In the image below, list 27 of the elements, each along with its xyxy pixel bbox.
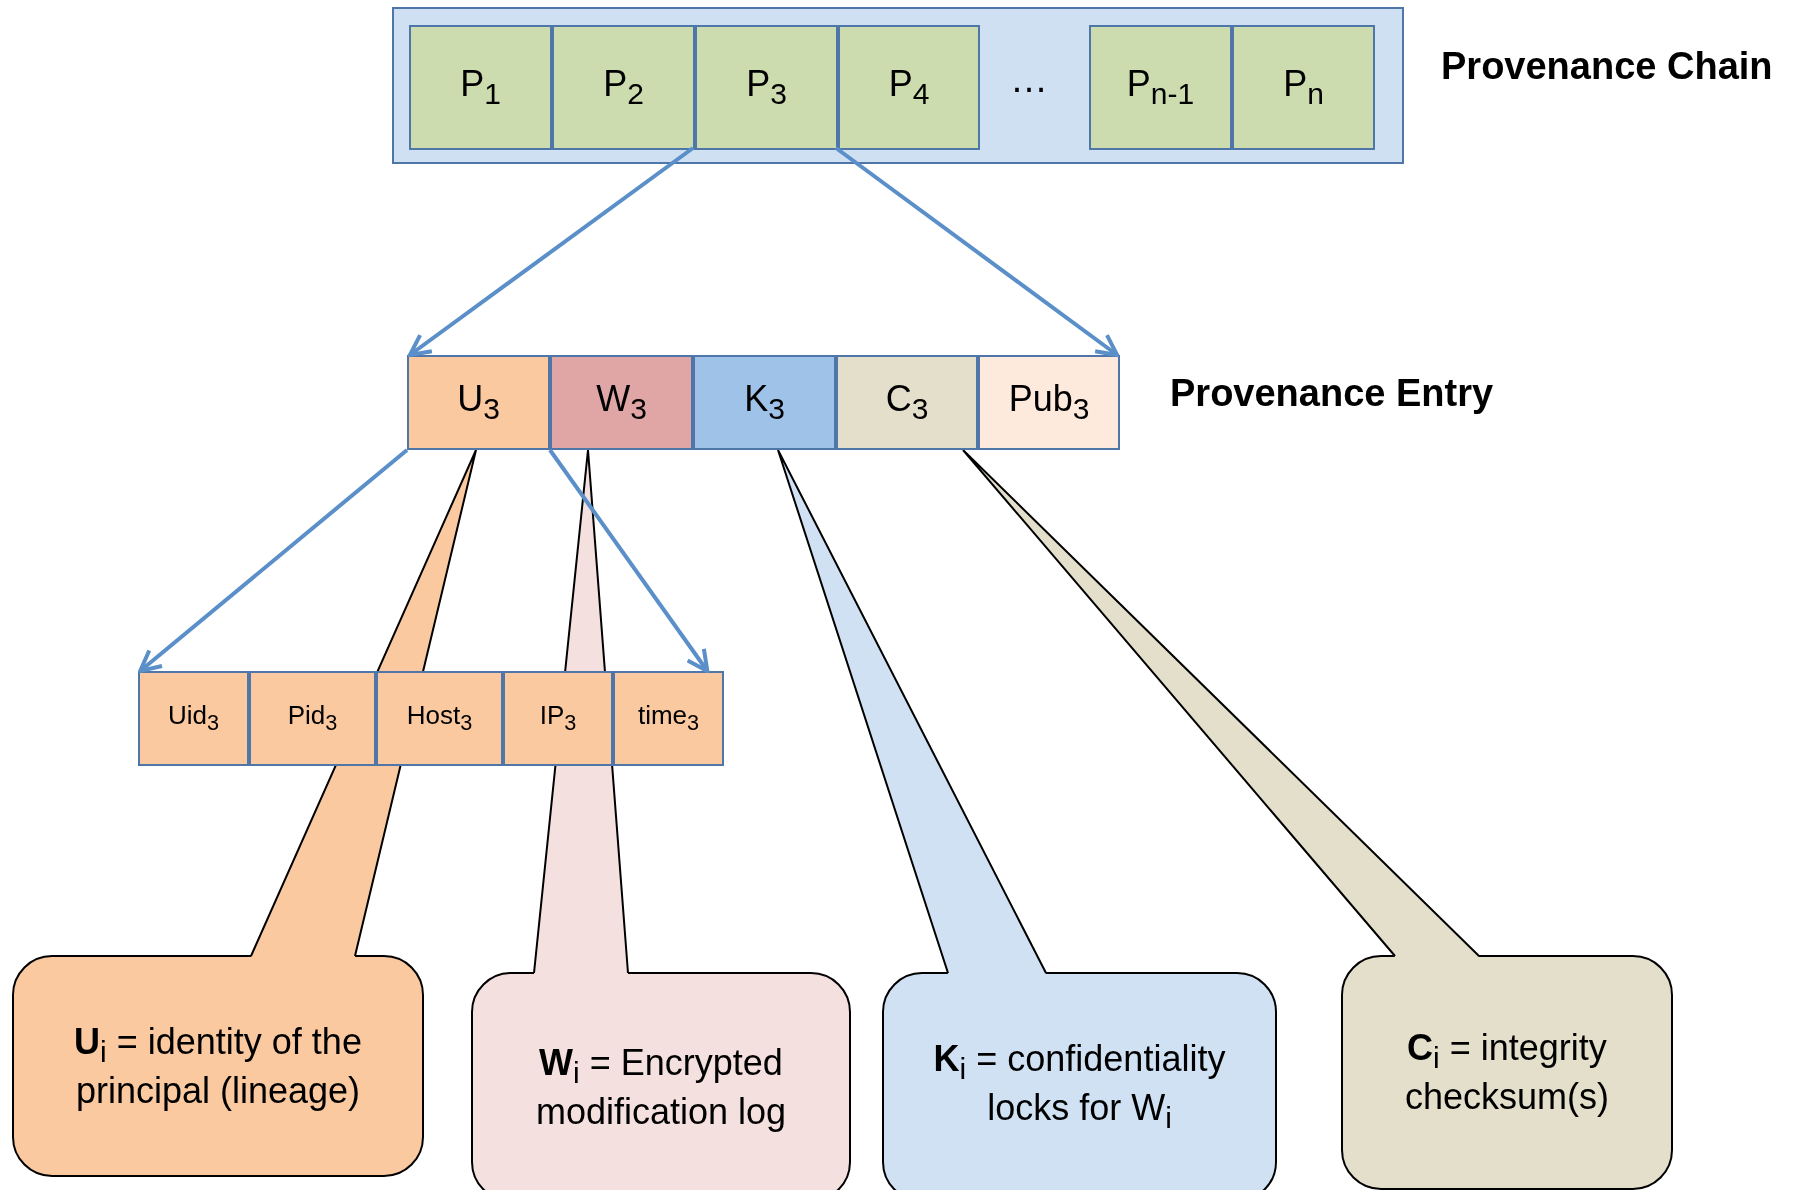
entry-cell: W$_{3}$ xyxy=(550,355,693,450)
field-cell: Host$_{3}$ xyxy=(376,671,503,766)
arrow xyxy=(548,448,710,673)
entry-cell: C$_{3}$ xyxy=(836,355,978,450)
callout-bubble: K$_{i}$ = confidentiality locks for W$_{i}$ xyxy=(882,972,1277,1190)
entry-cell: P$_{n}$ xyxy=(1232,25,1375,150)
callout-bubble: C$_{i}$ = integrity checksum(s) xyxy=(1341,955,1673,1190)
arrow xyxy=(138,448,409,673)
entry-cell: P$_{3}$ xyxy=(695,25,838,150)
entry-cell: P$_{n-1}$ xyxy=(1089,25,1232,150)
entry-cell: P$_{2}$ xyxy=(552,25,695,150)
entry-cell: K$_{3}$ xyxy=(693,355,836,450)
chain-title: Provenance Chain xyxy=(1441,45,1773,88)
entry-cell: P$_{4}$ xyxy=(838,25,980,150)
field-cell: Uid$_{3}$ xyxy=(138,671,249,766)
entry-cell: Pub$_{3}$ xyxy=(978,355,1120,450)
field-cell: time$_{3}$ xyxy=(613,671,724,766)
callout-bubble: W$_{i}$ = Encrypted modification log xyxy=(471,972,851,1190)
entry-cell: P$_{1}$ xyxy=(409,25,552,150)
section-title: Provenance Entry xyxy=(1170,372,1494,415)
field-cell: IP$_{3}$ xyxy=(503,671,613,766)
ellipsis: … xyxy=(1010,58,1048,101)
arrow xyxy=(407,146,695,357)
field-cell: Pid$_{3}$ xyxy=(249,671,376,766)
entry-cell: U$_{3}$ xyxy=(407,355,550,450)
arrow xyxy=(834,146,1120,357)
callout-bubble: U$_{i}$ = identity of the principal (lineage) xyxy=(12,955,424,1177)
